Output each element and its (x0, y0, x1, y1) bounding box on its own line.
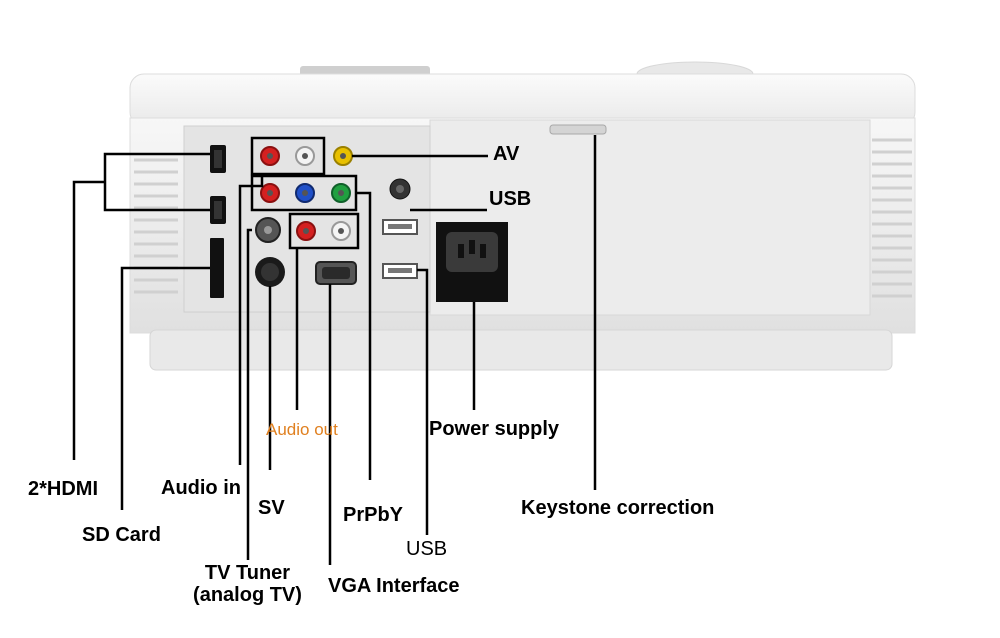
vga-port (315, 261, 357, 285)
leader-lines (72, 135, 597, 565)
label-usb-bottom: USB (406, 538, 448, 560)
ir-receiver (389, 178, 411, 200)
usb-port-2 (382, 263, 418, 279)
hdmi-port-1 (210, 145, 226, 173)
label-usb-top: USB (489, 188, 532, 210)
hdmi-port-2 (210, 196, 226, 224)
label-tv-tuner: TV Tuner (analog TV) (180, 562, 315, 606)
leader-tv-tuner (246, 228, 252, 560)
power-socket (436, 222, 508, 302)
leader-hdmi-join (72, 180, 105, 460)
tv-tuner-port (255, 217, 281, 243)
label-hdmi: 2*HDMI (28, 478, 99, 500)
label-sv: SV (258, 497, 285, 519)
label-audio-in: Audio in (161, 477, 241, 499)
body-base (149, 329, 893, 371)
audio-out-jacks (288, 212, 360, 250)
label-audio-out: Audio out (266, 420, 338, 439)
label-keystone-correction: Keystone correction (521, 497, 715, 519)
leader-usb-low (417, 268, 429, 535)
sv-port (255, 257, 285, 287)
label-prpby: PrPbY (343, 504, 404, 526)
usb-port-1 (382, 219, 418, 235)
label-sd-card: SD Card (82, 524, 161, 546)
label-power-supply: Power supply (429, 418, 560, 440)
label-tv-tuner-line2: (analog TV) (193, 584, 302, 606)
keystone-wheel (549, 124, 607, 135)
av-yellow-jack (333, 146, 353, 166)
label-vga-interface: VGA Interface (328, 575, 460, 597)
sd-card-slot (210, 238, 224, 298)
label-tv-tuner-line1: TV Tuner (204, 562, 291, 584)
leader-audio-in (238, 174, 264, 465)
leader-prpby (356, 191, 372, 480)
prpby-jacks (250, 174, 358, 212)
leader-sdcard (120, 266, 210, 510)
right-vent (872, 138, 912, 298)
audio-in-jacks (250, 136, 326, 176)
label-av: AV (493, 143, 520, 165)
